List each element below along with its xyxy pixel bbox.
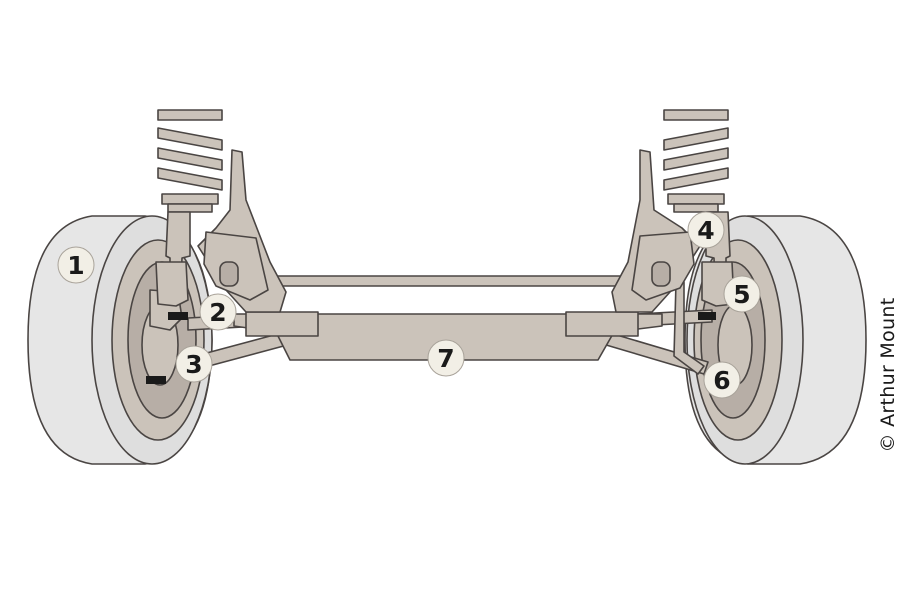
svg-text:1: 1 (67, 251, 84, 280)
callout-5: 5 (723, 275, 761, 313)
tie-rod (261, 275, 637, 287)
left-steering-knuckle (155, 261, 189, 307)
callout-3: 3 (175, 345, 213, 383)
right-mount-slot (651, 261, 671, 287)
left-crossmember-bracket (245, 311, 319, 337)
marker-3 (146, 376, 166, 384)
copyright-credit: © Arthur Mount (877, 297, 899, 453)
left-coil-spring (157, 109, 223, 213)
callout-1: 1 (57, 246, 95, 284)
svg-text:7: 7 (437, 344, 454, 373)
svg-text:2: 2 (209, 298, 226, 327)
right-crossmember-bracket (565, 311, 639, 337)
callout-7: 7 (427, 339, 465, 377)
svg-text:4: 4 (697, 216, 714, 245)
svg-text:6: 6 (713, 366, 730, 395)
marker-5 (698, 312, 716, 320)
svg-text:5: 5 (733, 280, 750, 309)
left-mount-slot (219, 261, 239, 287)
svg-text:3: 3 (185, 350, 202, 379)
callout-6: 6 (703, 361, 741, 399)
callout-2: 2 (199, 293, 237, 331)
marker-2 (168, 312, 188, 320)
right-wheel (684, 215, 867, 465)
callout-4: 4 (687, 211, 725, 249)
right-coil-spring (663, 109, 729, 213)
